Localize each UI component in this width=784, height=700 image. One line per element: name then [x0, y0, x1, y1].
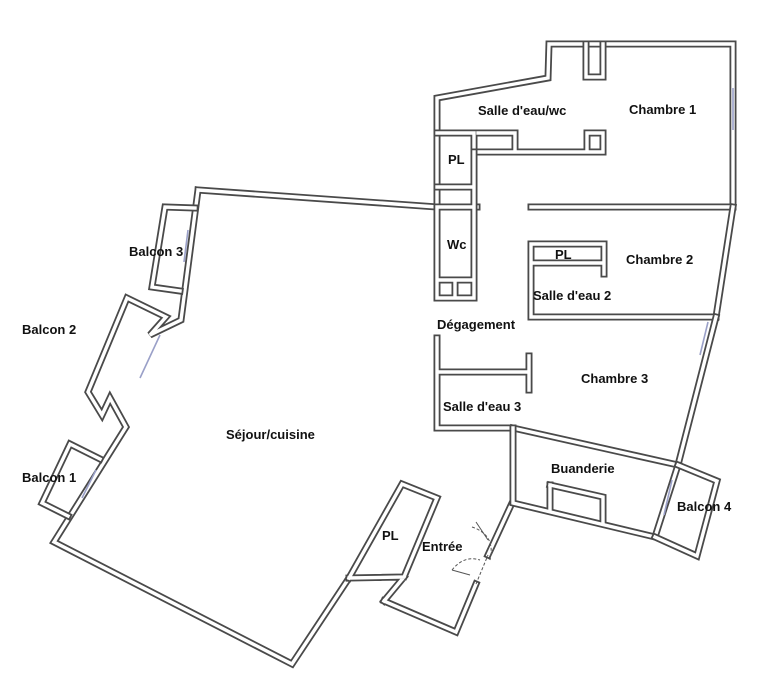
- windows: [81, 88, 734, 516]
- label-balcon-3: Balcon 3: [129, 244, 183, 259]
- label-entree: Entrée: [422, 539, 462, 554]
- walls: [37, 40, 737, 669]
- wall-pl-top: [582, 40, 607, 81]
- label-salle-eau-2: Salle d'eau 2: [533, 288, 611, 303]
- wall-wc: [433, 148, 478, 302]
- wall-salle-eau-wc: [433, 129, 607, 156]
- label-pl-top: PL: [448, 152, 465, 167]
- label-salle-eau-wc: Salle d'eau/wc: [478, 103, 566, 118]
- label-chambre-1: Chambre 1: [629, 102, 696, 117]
- label-buanderie: Buanderie: [551, 461, 615, 476]
- label-chambre-3: Chambre 3: [581, 371, 648, 386]
- label-pl-bottom: PL: [382, 528, 399, 543]
- label-sejour-cuisine: Séjour/cuisine: [226, 427, 315, 442]
- wall-entree: [344, 479, 517, 637]
- label-balcon-4: Balcon 4: [677, 499, 732, 514]
- label-degagement: Dégagement: [437, 317, 516, 332]
- room-labels: Salle d'eau/wc Chambre 1 PL Balcon 3 Wc …: [22, 102, 732, 554]
- label-balcon-1: Balcon 1: [22, 470, 76, 485]
- label-wc: Wc: [447, 237, 467, 252]
- label-balcon-2: Balcon 2: [22, 322, 76, 337]
- label-chambre-2: Chambre 2: [626, 252, 693, 267]
- entrance-door: [451, 521, 492, 585]
- label-pl-middle: PL: [555, 247, 572, 262]
- label-salle-eau-3: Salle d'eau 3: [443, 399, 521, 414]
